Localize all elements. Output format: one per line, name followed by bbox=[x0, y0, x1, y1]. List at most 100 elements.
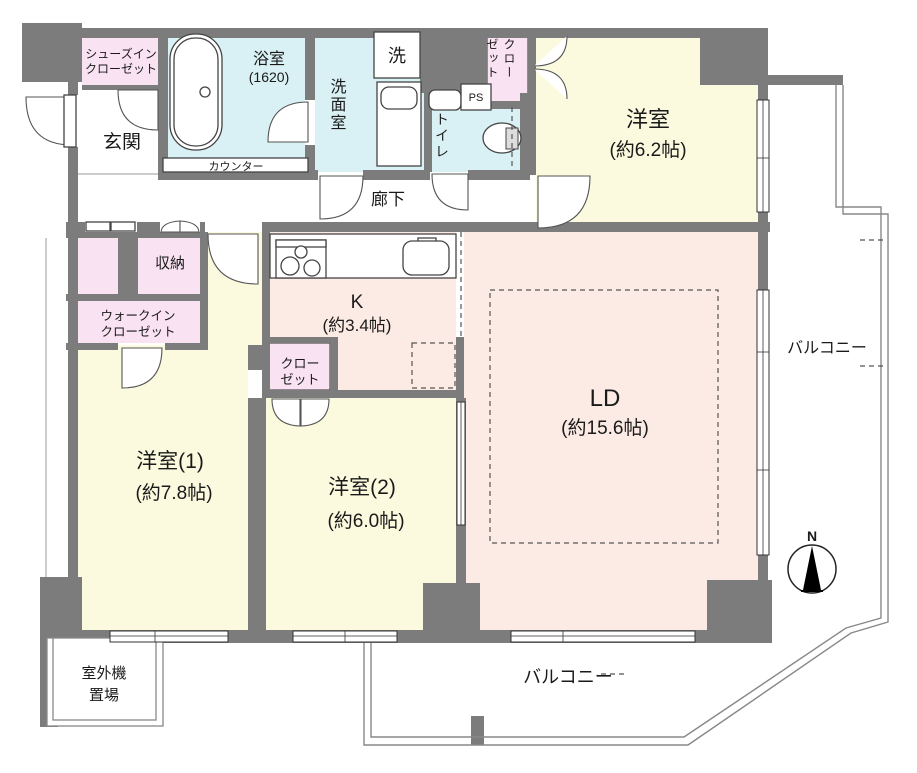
balcony-outline-outer bbox=[363, 85, 889, 746]
ps-label: PS bbox=[469, 92, 484, 104]
toilet-basin-icon bbox=[428, 89, 462, 111]
closet-k-bifold-left bbox=[271, 398, 301, 427]
wall-wic-bottom-b bbox=[165, 343, 208, 350]
wall-r1-r2-a bbox=[248, 345, 266, 370]
room-floors bbox=[78, 28, 758, 630]
shoes-closet-label-1: シューズイン bbox=[85, 46, 156, 61]
closet-ne-door-arc-2 bbox=[533, 68, 568, 100]
wic-door-arc bbox=[121, 347, 163, 389]
toilet-label: トイレ bbox=[434, 112, 450, 160]
outdoor-unit-box bbox=[52, 637, 157, 721]
ld-size-label: (約15.6帖) bbox=[561, 417, 649, 439]
balcony-outlines bbox=[45, 85, 889, 746]
wic-label-2: クローゼット bbox=[100, 325, 175, 339]
closet-k-bifold-right bbox=[300, 398, 330, 427]
doors bbox=[25, 35, 591, 427]
bathroom-label: 浴室 bbox=[253, 50, 285, 68]
wall-hall-top-c bbox=[468, 170, 530, 180]
wall-ld-top bbox=[456, 222, 770, 232]
wall-sw-block bbox=[40, 577, 82, 637]
ps-box bbox=[460, 83, 492, 111]
stove-burner-2 bbox=[303, 259, 321, 277]
bathroom-door-arc bbox=[267, 101, 309, 143]
wall-wic-bottom-a bbox=[66, 343, 118, 350]
ld-floor bbox=[464, 232, 758, 630]
washer-box bbox=[373, 31, 421, 79]
wall-genkan-bath bbox=[158, 28, 168, 180]
closet-k-label-2: ゼット bbox=[280, 372, 319, 387]
wall-bath-wash-b bbox=[305, 145, 315, 180]
closet-small-door-2 bbox=[110, 221, 136, 232]
wall-shoes-bottom bbox=[82, 85, 158, 90]
walk-in-closet-floor bbox=[78, 301, 200, 343]
storage-label: 収納 bbox=[155, 255, 185, 272]
washroom-label: 洗面室 bbox=[328, 78, 347, 132]
wall-toilet-right bbox=[520, 93, 528, 172]
wall-room62-left bbox=[528, 28, 536, 175]
labels: シューズイン クローゼット 玄関 浴室 (1620) カウンター 洗面室 洗 ト… bbox=[81, 38, 866, 704]
toilet-door-arc bbox=[431, 173, 469, 211]
compass: N bbox=[787, 528, 837, 594]
wall-kitchen-left bbox=[262, 232, 270, 398]
entrance-door-leaf bbox=[63, 94, 77, 148]
counter-label: カウンター bbox=[209, 160, 264, 173]
wall-shaft-block bbox=[420, 28, 487, 93]
sink-icon bbox=[402, 240, 450, 276]
wall-closet-k-top bbox=[268, 337, 338, 343]
closet-small-door-1 bbox=[85, 221, 111, 232]
storage-bifold-left bbox=[160, 220, 181, 233]
vanity-bowl-icon bbox=[380, 86, 418, 110]
balcony-outline-inner bbox=[370, 85, 882, 738]
wall-closets-top bbox=[66, 232, 208, 238]
closet-ne-label-col1: クロー bbox=[502, 38, 516, 80]
wall-left bbox=[68, 147, 78, 577]
room62-door-arc bbox=[537, 175, 591, 229]
kitchen-label: K bbox=[351, 292, 364, 313]
fridge-dashed-space bbox=[411, 342, 456, 389]
bathtub-inner bbox=[173, 37, 219, 147]
stove-burner-3 bbox=[294, 245, 308, 259]
shoes-closet-floor bbox=[82, 30, 158, 87]
inner-hall-door-arc bbox=[207, 233, 259, 285]
window-ld-bottom bbox=[510, 630, 696, 643]
room1-size-label: (約7.8帖) bbox=[135, 482, 212, 504]
room62-label: 洋室 bbox=[626, 107, 670, 132]
closet-small-floor bbox=[78, 238, 118, 297]
ld-label: LD bbox=[590, 385, 621, 412]
outdoor-unit-label-2: 置場 bbox=[89, 687, 119, 704]
windows bbox=[109, 99, 770, 643]
fixtures bbox=[162, 31, 719, 544]
wall-k-ld-stub bbox=[456, 337, 464, 398]
kitchen-size-label: (約3.4帖) bbox=[323, 316, 392, 335]
compass-needle-icon bbox=[803, 546, 821, 590]
hallway-label: 廊下 bbox=[371, 190, 405, 209]
wall-hall-bottom-c bbox=[200, 222, 205, 232]
genkan-label: 玄関 bbox=[103, 131, 141, 153]
wall-closet-k-right bbox=[330, 343, 338, 390]
stove-burner-1 bbox=[280, 256, 300, 276]
shoes-closet-label-2: クローゼット bbox=[85, 62, 157, 76]
storage-bifold-right bbox=[179, 220, 200, 233]
balcony-right-label: バルコニー bbox=[787, 340, 867, 357]
wall-storage-right bbox=[200, 232, 208, 345]
wall-closet-divider bbox=[118, 238, 138, 297]
wall-kitchen-bottom bbox=[262, 390, 456, 398]
washroom-door-arc bbox=[319, 175, 364, 220]
room1-label: 洋室(1) bbox=[136, 450, 204, 473]
shoes-closet-door-arc bbox=[117, 89, 159, 131]
wall-hall-bottom-a bbox=[66, 222, 85, 232]
wic-label-1: ウォークイン bbox=[100, 309, 175, 323]
wall-balcony-bar bbox=[768, 75, 843, 85]
window-room1-bottom bbox=[109, 630, 229, 643]
pillar-se bbox=[707, 580, 772, 643]
bathtub-drain-icon bbox=[199, 86, 211, 98]
closet-k-label-1: クロー bbox=[280, 356, 319, 371]
storage-floor bbox=[138, 238, 200, 297]
wall-nw-block bbox=[22, 23, 82, 82]
wall-wash-toilet bbox=[424, 93, 432, 172]
room2-label: 洋室(2) bbox=[328, 476, 396, 499]
wall-hall-bottom-b bbox=[137, 222, 160, 232]
balcony-pillar bbox=[471, 716, 484, 745]
closet-ne-door-arc-1 bbox=[533, 35, 568, 67]
counter-strip bbox=[162, 157, 309, 173]
